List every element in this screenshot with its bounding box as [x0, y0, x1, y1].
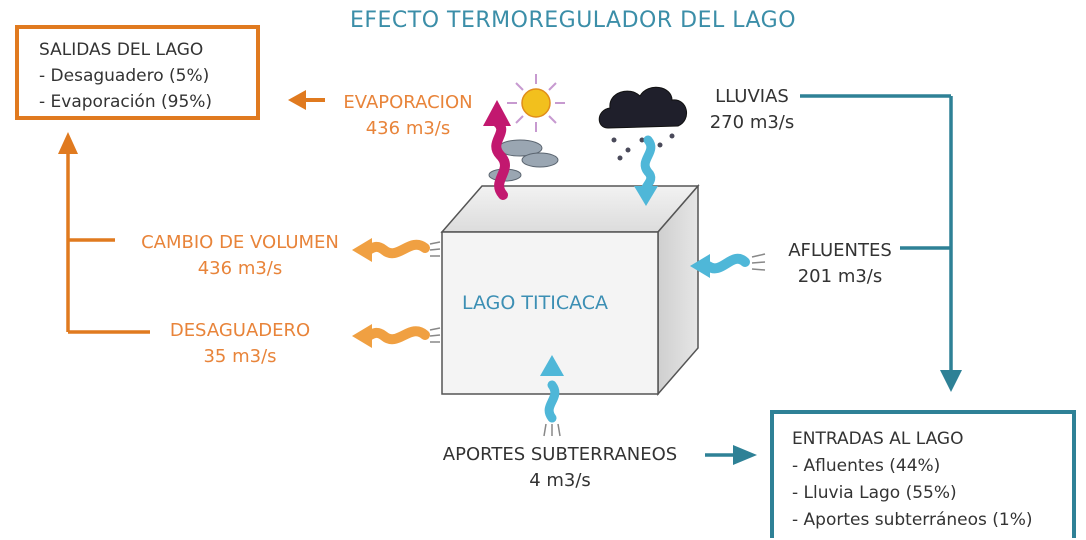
outputs-item: - Evaporación (95%) [39, 92, 213, 112]
rain-label: LLUVIAS 270 m3/s [692, 84, 812, 136]
inputs-item: - Afluentes (44%) [792, 456, 941, 476]
input-connector [705, 94, 953, 457]
lake-cube [440, 183, 700, 397]
groundwater-arrow-icon [540, 355, 564, 437]
tributaries-arrow-icon [690, 253, 766, 278]
tributaries-name: AFLUENTES [788, 240, 892, 261]
desaguadero-name: DESAGUADERO [169, 320, 311, 341]
diagram-title: EFECTO TERMOREGULADOR DEL LAGO [349, 8, 797, 33]
output-connector [66, 150, 150, 334]
input-down-arrowhead [940, 370, 962, 392]
evaporation-value: 436 m3/s [365, 118, 451, 139]
rain-value: 270 m3/s [709, 112, 795, 133]
rain-name: LLUVIAS [715, 86, 789, 107]
output-up-arrowhead [58, 132, 78, 154]
inputs-item: - Aportes subterráneos (1%) [792, 510, 1033, 530]
tributaries-label: AFLUENTES 201 m3/s [770, 238, 910, 290]
volume-change-label: CAMBIO DE VOLUMEN 436 m3/s [120, 230, 360, 282]
desaguadero-arrow-icon [352, 324, 441, 348]
aportes-pointer-arrowhead [733, 445, 757, 465]
volume-change-arrow-icon [352, 238, 441, 262]
volume-change-name: CAMBIO DE VOLUMEN [141, 232, 339, 253]
groundwater-value: 4 m3/s [529, 470, 591, 491]
groundwater-label: APORTES SUBTERRANEOS 4 m3/s [420, 442, 700, 494]
inputs-item: - Lluvia Lago (55%) [792, 483, 957, 503]
sun-icon [507, 74, 565, 132]
groundwater-name: APORTES SUBTERRANEOS [442, 444, 678, 465]
rain-cloud-icon [598, 86, 687, 161]
evaporation-name: EVAPORACION [343, 92, 473, 113]
volume-change-value: 436 m3/s [197, 258, 283, 279]
rain-arrow-icon [634, 135, 658, 206]
outputs-box: SALIDAS DEL LAGO - Desaguadero (5%) - Ev… [15, 25, 260, 120]
desaguadero-value: 35 m3/s [203, 346, 277, 367]
outputs-heading: SALIDAS DEL LAGO [39, 40, 204, 60]
tributaries-value: 201 m3/s [797, 266, 883, 287]
evaporation-label: EVAPORACION 436 m3/s [328, 90, 488, 142]
inputs-box: ENTRADAS AL LAGO - Afluentes (44%) - Llu… [770, 410, 1076, 538]
evaporation-arrow-icon [483, 100, 511, 200]
lake-label: LAGO TITICACA [462, 292, 609, 314]
inputs-heading: ENTRADAS AL LAGO [792, 429, 964, 449]
outputs-item: - Desaguadero (5%) [39, 66, 210, 86]
evaporation-pointer-arrow [288, 90, 325, 110]
desaguadero-label: DESAGUADERO 35 m3/s [150, 318, 330, 370]
